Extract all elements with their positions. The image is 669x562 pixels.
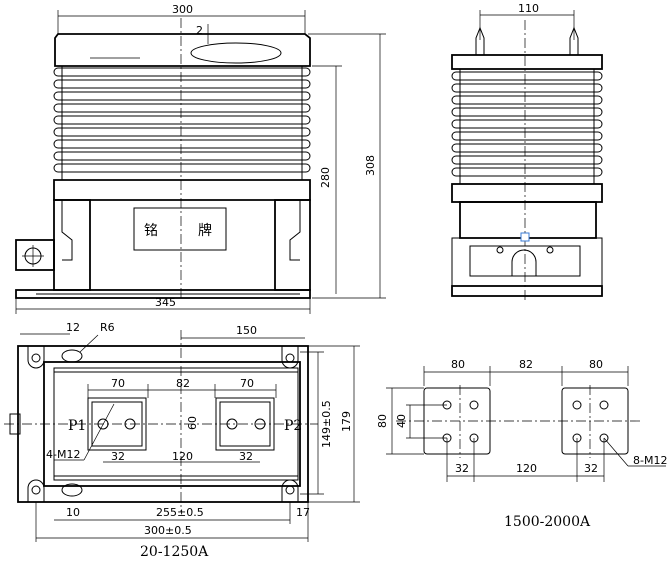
plan-radius: R6 xyxy=(100,321,115,334)
terminal-pad-p1 xyxy=(87,397,147,451)
front-dim-308: 308 xyxy=(364,155,377,176)
plan-dim-60: 60 xyxy=(186,416,199,430)
plan-dim-150: 150 xyxy=(236,324,257,337)
term-dim-80-right: 80 xyxy=(589,358,603,371)
front-top-cap xyxy=(54,33,311,67)
term-dim-120: 120 xyxy=(516,462,537,475)
side-view: 110 xyxy=(451,2,603,300)
term-bolt-label: 8-M12 xyxy=(633,454,667,467)
plan-dim-10: 10 xyxy=(66,506,80,519)
plan-dim-149: 149±0.5 xyxy=(320,400,333,448)
plan-dim-32-left: 32 xyxy=(111,450,125,463)
plan-bolt-label: 4-M12 xyxy=(46,448,80,461)
nameplate xyxy=(133,207,227,251)
nameplate-char-2: 牌 xyxy=(198,222,212,239)
plan-dim-70-right: 70 xyxy=(240,377,254,390)
plan-dim-17: 17 xyxy=(296,506,310,519)
term-dim-80-left: 80 xyxy=(451,358,465,371)
terminal-label-p2: P2 xyxy=(284,418,302,434)
term-dim-32-left: 32 xyxy=(455,462,469,475)
side-ribs xyxy=(451,69,603,184)
front-dim-280: 280 xyxy=(319,167,332,188)
front-base-plate xyxy=(15,289,311,299)
term-dim-40: 40 xyxy=(395,414,408,428)
front-top-oval xyxy=(190,42,282,64)
front-view: 300 2 xyxy=(15,3,386,314)
front-dim-300: 300 xyxy=(172,3,193,16)
plan-dim-179: 179 xyxy=(340,411,353,432)
plan-dim-32-right: 32 xyxy=(239,450,253,463)
front-dim-2: 2 xyxy=(196,24,203,37)
plan-dim-255: 255±0.5 xyxy=(156,506,204,519)
front-terminal-box xyxy=(15,239,55,271)
term-dim-80-vert: 80 xyxy=(376,414,389,428)
term-caption: 1500-2000A xyxy=(504,514,591,530)
plan-caption: 20-1250A xyxy=(140,544,209,560)
term-dim-82: 82 xyxy=(519,358,533,371)
plan-dim-82: 82 xyxy=(176,377,190,390)
plan-view: 12 R6 150 70 82 70 xyxy=(4,321,360,560)
side-dim-110: 110 xyxy=(518,2,539,15)
plan-dim-70-left: 70 xyxy=(111,377,125,390)
term-dim-32-right: 32 xyxy=(584,462,598,475)
plan-dim-120: 120 xyxy=(172,450,193,463)
terminal-view: 80 82 80 80 40 32 120 32 xyxy=(376,358,667,530)
terminal-label-p1: P1 xyxy=(68,418,86,434)
plan-dim-300: 300±0.5 xyxy=(144,524,192,537)
front-ribs xyxy=(53,66,311,180)
nameplate-char-1: 铭 xyxy=(144,223,158,239)
plan-dim-12: 12 xyxy=(66,321,80,334)
front-dim-345: 345 xyxy=(155,296,176,309)
